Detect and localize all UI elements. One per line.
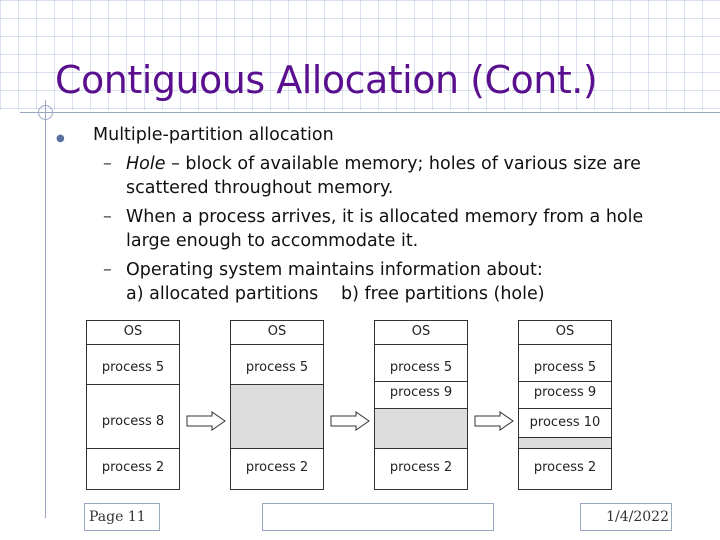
partition-divider xyxy=(87,448,179,449)
background-grid xyxy=(0,0,720,110)
memory-column-3: OS process 5 process 9 process 2 xyxy=(374,320,468,490)
partition-divider xyxy=(375,344,467,345)
free-partitions: b) free partitions (hole) xyxy=(341,284,545,304)
os-label: OS xyxy=(267,324,287,339)
process-2: process 2 xyxy=(245,460,309,475)
process-5: process 5 xyxy=(389,360,453,375)
memory-column-1: OS process 5 process 8 process 2 xyxy=(86,320,180,490)
sub-bullet-arrives-line2: large enough to accommodate it. xyxy=(126,231,419,251)
process-10: process 10 xyxy=(529,415,601,430)
process-2: process 2 xyxy=(533,460,597,475)
os-label: OS xyxy=(411,324,431,339)
partition-divider xyxy=(519,408,611,409)
bullet-main: Multiple-partition allocation xyxy=(93,125,334,145)
process-8: process 8 xyxy=(101,414,165,429)
partition-divider xyxy=(231,344,323,345)
memory-hole xyxy=(375,408,467,448)
footer-center-box xyxy=(262,503,494,531)
hole-term: Hole xyxy=(126,154,166,174)
os-label: OS xyxy=(123,324,143,339)
footer-date: 1/4/2022 xyxy=(580,503,672,531)
partition-divider xyxy=(375,408,467,409)
partition-divider xyxy=(87,384,179,385)
process-5: process 5 xyxy=(245,360,309,375)
sub-bullet-arrives: When a process arrives, it is allocated … xyxy=(126,207,644,227)
bullet-dot-icon: ● xyxy=(56,133,65,144)
partition-divider xyxy=(231,448,323,449)
os-label: OS xyxy=(555,324,575,339)
partition-divider xyxy=(519,437,611,438)
sub-bullet-os: Operating system maintains information a… xyxy=(126,260,543,280)
memory-column-4: OS process 5 process 9 process 10 proces… xyxy=(518,320,612,490)
dash-icon: – xyxy=(103,154,112,174)
partition-divider xyxy=(231,384,323,385)
slide-title: Contiguous Allocation (Cont.) xyxy=(55,58,598,102)
page-number: Page 11 xyxy=(84,503,160,531)
partition-divider xyxy=(375,381,467,382)
decorative-horizontal-line xyxy=(20,112,720,113)
process-9: process 9 xyxy=(533,385,597,400)
memory-column-2: OS process 5 process 2 xyxy=(230,320,324,490)
process-5: process 5 xyxy=(101,360,165,375)
process-2: process 2 xyxy=(389,460,453,475)
decorative-circle xyxy=(38,105,53,120)
arrow-right-icon xyxy=(474,411,514,431)
process-5: process 5 xyxy=(533,360,597,375)
decorative-vertical-line xyxy=(45,100,46,518)
arrow-right-icon xyxy=(186,411,226,431)
partition-divider xyxy=(87,344,179,345)
sub-bullet-hole-line2: scattered throughout memory. xyxy=(126,178,394,198)
partition-divider xyxy=(519,381,611,382)
memory-hole xyxy=(519,438,611,448)
memory-hole xyxy=(231,384,323,448)
arrow-right-icon xyxy=(330,411,370,431)
partition-divider xyxy=(519,344,611,345)
process-2: process 2 xyxy=(101,460,165,475)
partition-divider xyxy=(375,448,467,449)
process-9: process 9 xyxy=(389,385,453,400)
dash-icon: – xyxy=(103,207,112,227)
hole-definition: – block of available memory; holes of va… xyxy=(165,154,641,174)
sub-bullet-hole: Hole – block of available memory; holes … xyxy=(126,154,641,174)
dash-icon: – xyxy=(103,260,112,280)
partition-divider xyxy=(519,448,611,449)
allocated-partitions: a) allocated partitions xyxy=(126,284,319,304)
